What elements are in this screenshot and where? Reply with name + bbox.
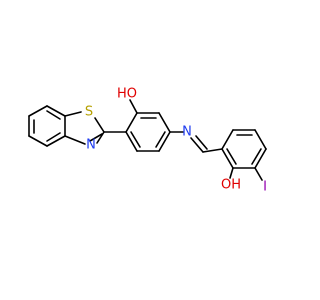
hydroxyl-top-label: HO [117,87,137,102]
iodine-atom-label: I [263,180,267,195]
central-ring [125,99,171,152]
molecule-canvas: S N N HO OH I [28,86,267,195]
thiazole-ring [64,111,105,145]
imine-nitrogen-label: N [182,125,192,140]
imine-linkage [169,131,223,153]
benzo-ring [28,105,66,147]
sulfur-atom-label: S [85,105,93,120]
molecule-structure: S N N HO OH I [28,87,267,195]
thiazole-nitrogen-label: N [86,138,96,153]
iodophenol-ring [221,129,267,181]
hydroxyl-bottom-label: OH [221,178,241,193]
